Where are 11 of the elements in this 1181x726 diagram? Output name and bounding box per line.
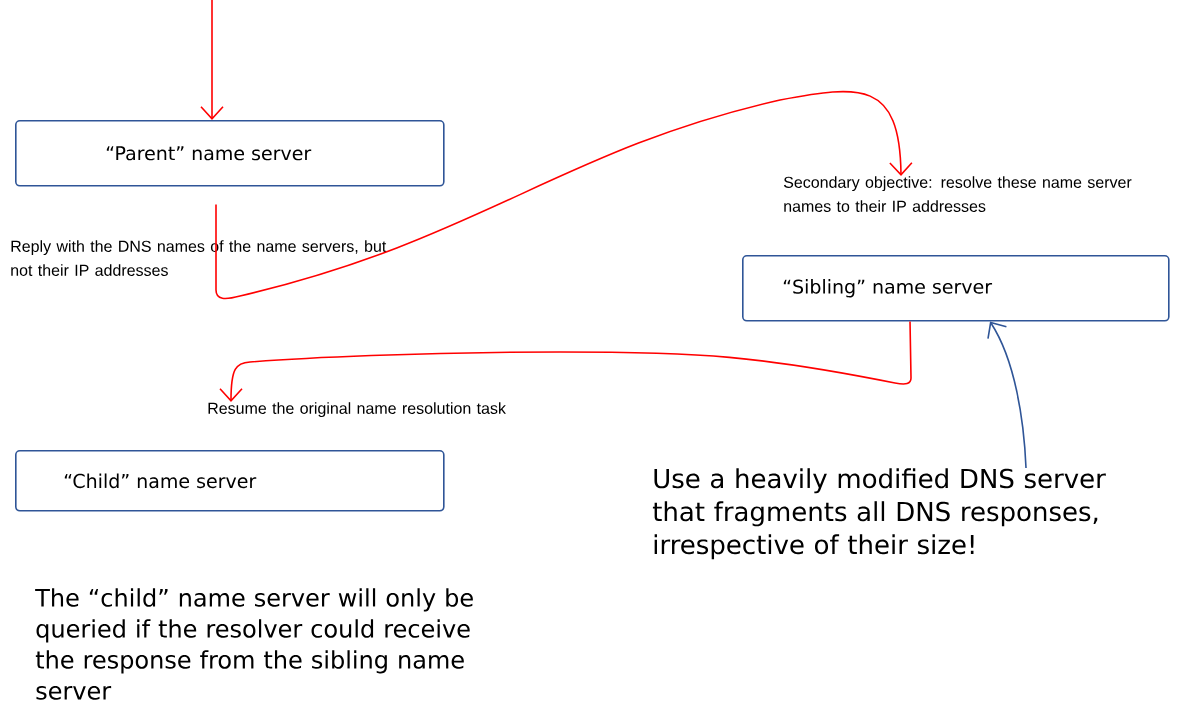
server-box: “Parent” name server [15, 120, 445, 187]
arrow [200, 0, 224, 120]
arrow [219, 320, 912, 402]
server-box: “Child” name server [15, 450, 445, 512]
arrow [215, 90, 913, 300]
step-text: Secondary objective: resolve these name server names to their IP addresses [783, 176, 1132, 212]
note-text: The “child” name server will only be queried if the resolver could receive the response from the sibling name server [35, 588, 473, 700]
arrow [987, 321, 1027, 469]
step-text: Resume the original name resolution task [208, 402, 506, 418]
server-box: “Sibling” name server [742, 255, 1170, 322]
note-text: Use a heavily modified DNS server that fragments all DNS responses, irrespective of their size! [652, 468, 1106, 560]
